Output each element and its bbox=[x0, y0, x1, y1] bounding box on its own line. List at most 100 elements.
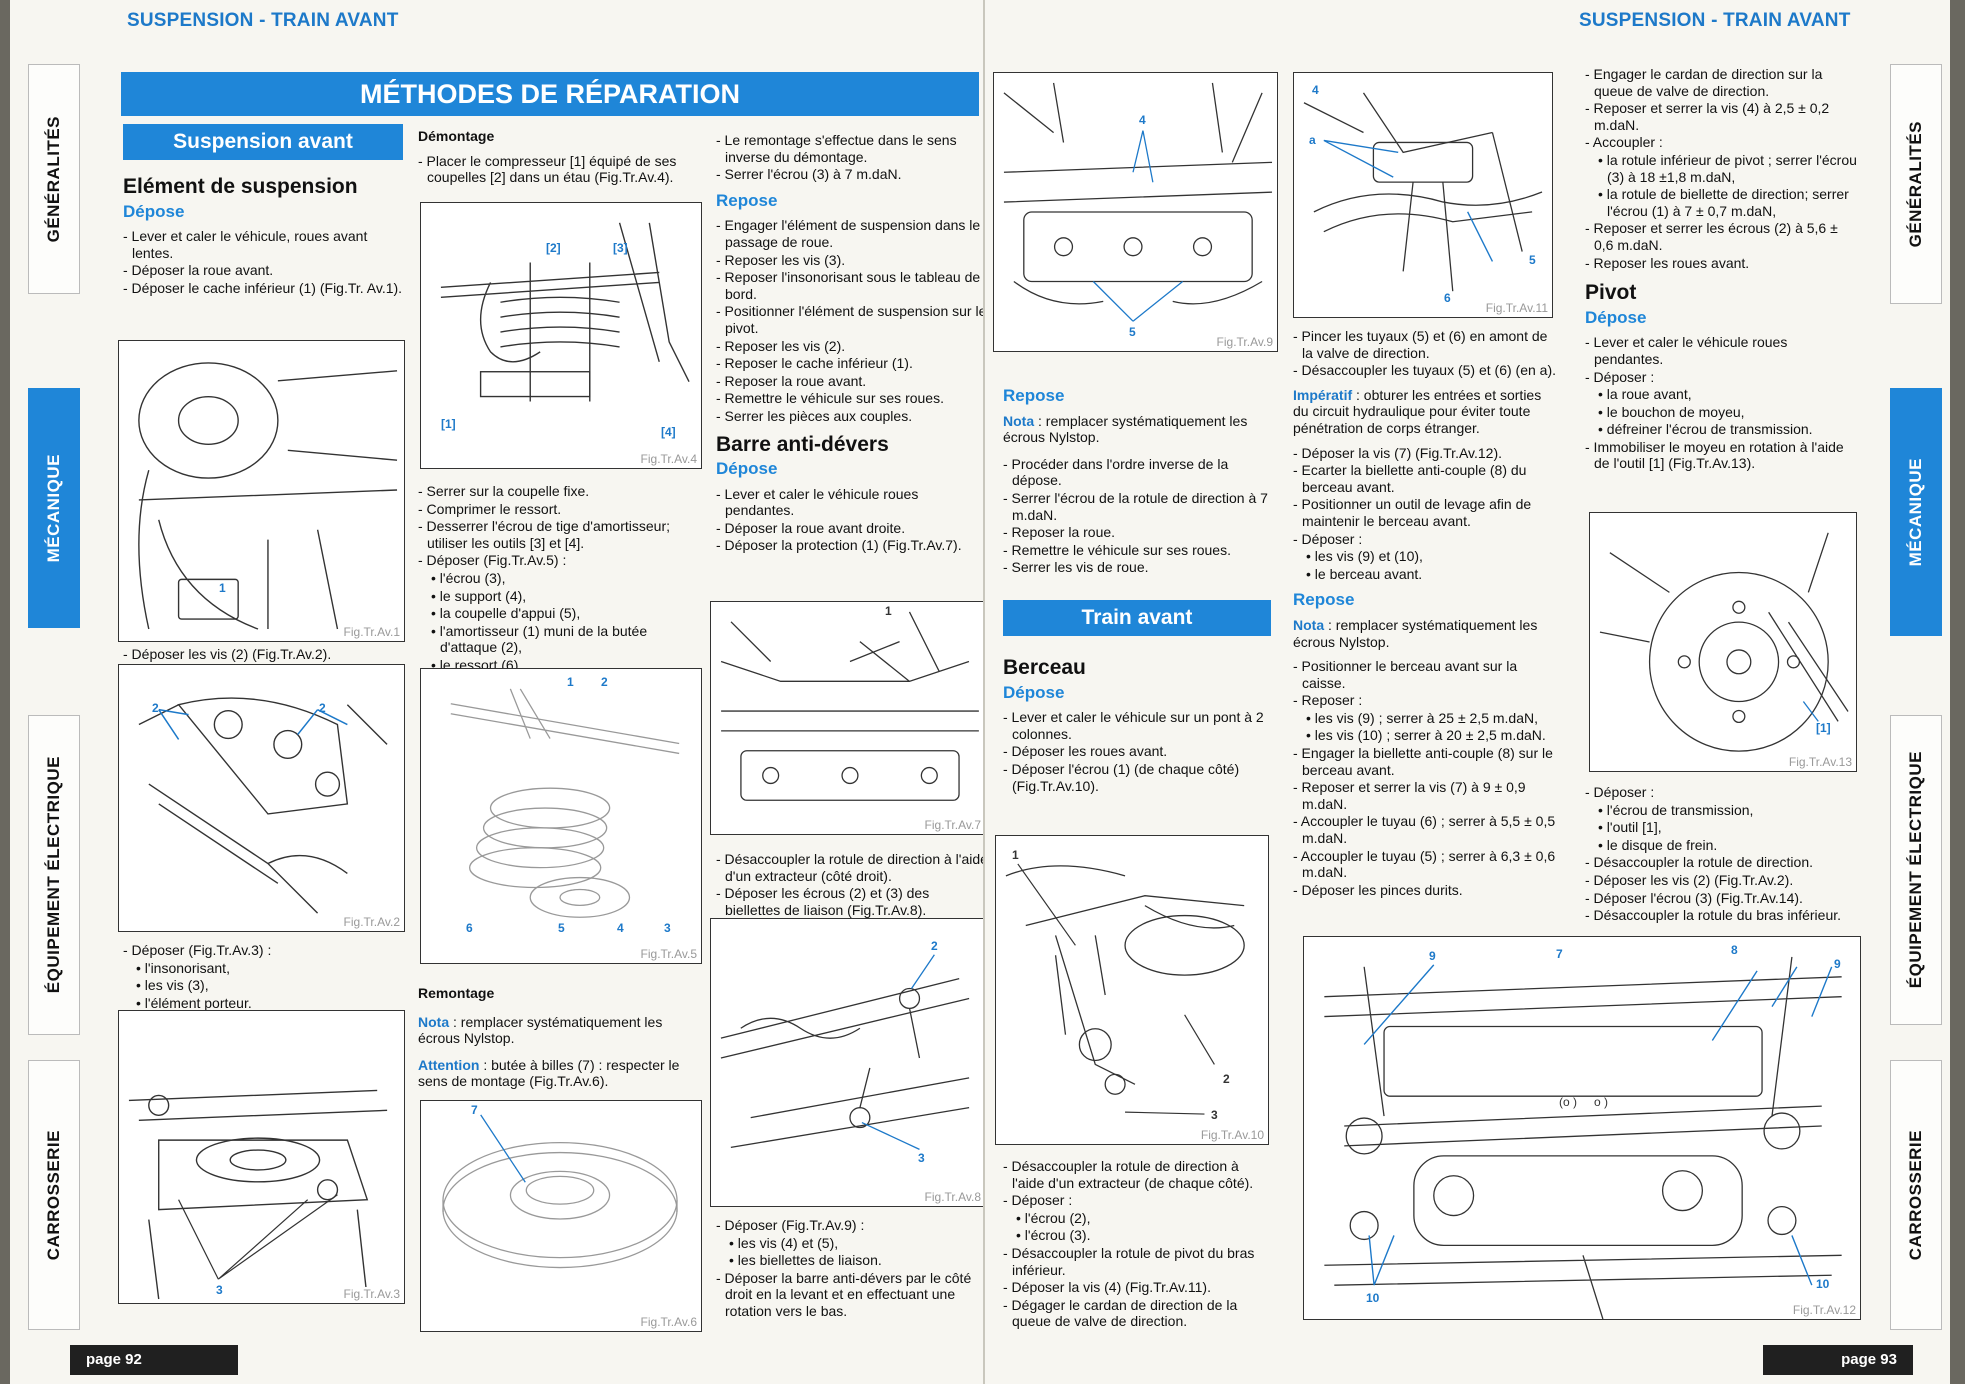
text-line: - Comprimer le ressort. bbox=[418, 500, 562, 517]
section-banner: MÉTHODES DE RÉPARATION bbox=[121, 72, 979, 116]
text-line: - Serrer les vis de roue. bbox=[1003, 559, 1149, 576]
text-line: - Déposer : bbox=[1293, 530, 1363, 547]
heading-remontage: Remontage bbox=[418, 985, 495, 1001]
tab-equipement-electrique[interactable]: ÉQUIPEMENT ÉLECTRIQUE bbox=[28, 715, 80, 1035]
text-line: - Déposer la barre anti-dévers par le cô… bbox=[716, 1269, 972, 1319]
title-pivot: Pivot bbox=[1585, 281, 1637, 305]
page-number-right: page 93 bbox=[1763, 1345, 1913, 1375]
figure-label: Fig.Tr.Av.13 bbox=[1785, 755, 1852, 769]
callout: 5 bbox=[1129, 325, 1136, 339]
tab-carrosserie[interactable]: CARROSSERIE bbox=[28, 1060, 80, 1330]
text-line: • l'élément porteur. bbox=[136, 994, 252, 1011]
nota-label: Nota bbox=[418, 1013, 450, 1030]
title-element-suspension: Elément de suspension bbox=[123, 175, 358, 198]
callout: [2] bbox=[546, 241, 561, 255]
section-bar-suspension-avant: Suspension avant bbox=[123, 124, 403, 160]
text-line: • les vis (3), bbox=[136, 977, 209, 994]
text-line: - Déposer la roue avant droite. bbox=[716, 519, 906, 536]
heading-repose: Repose bbox=[1293, 590, 1355, 610]
figure-label: Fig.Tr.Av.9 bbox=[1213, 335, 1273, 349]
tab-equipement-electrique[interactable]: ÉQUIPEMENT ÉLECTRIQUE bbox=[1890, 715, 1942, 1025]
text-line: - Déposer les vis (2) (Fig.Tr.Av.2). bbox=[123, 646, 332, 662]
callout: 2 bbox=[931, 939, 938, 953]
figure-tr-av-9: 4 5 Fig.Tr.Av.9 bbox=[993, 72, 1278, 352]
text-line: - Serrer les pièces aux couples. bbox=[716, 407, 913, 424]
tab-generalites[interactable]: GÉNÉRALITÉS bbox=[28, 64, 80, 294]
text-line: - Reposer et serrer la vis (7) à 9 ± 0,9… bbox=[1293, 779, 1526, 812]
text-line: • l'écrou (3), bbox=[431, 569, 506, 586]
text-line: - Engager l'élément de suspension dans l… bbox=[716, 217, 981, 250]
text-line: - Reposer le cache inférieur (1). bbox=[716, 355, 913, 372]
callout: 4 bbox=[617, 921, 624, 935]
figure-label: Fig.Tr.Av.10 bbox=[1197, 1128, 1264, 1142]
text-line: - Dégager le cardan de direction de la q… bbox=[1003, 1296, 1238, 1330]
nota-text: : remplacer systématiquement les écrous … bbox=[418, 1013, 663, 1047]
text-line: - Déposer les vis (2) (Fig.Tr.Av.2). bbox=[1585, 871, 1794, 888]
tab-carrosserie[interactable]: CARROSSERIE bbox=[1890, 1060, 1942, 1330]
callout: 10 bbox=[1366, 1291, 1380, 1305]
text-line: • l'insonorisant, bbox=[136, 959, 230, 976]
imperatif-text: : obturer les entrées et sorties du circ… bbox=[1293, 386, 1542, 436]
callout: 4 bbox=[1312, 83, 1319, 97]
page-number-left: page 92 bbox=[70, 1345, 238, 1375]
heading-depose: Dépose bbox=[716, 459, 778, 479]
text-line: - Positionner le berceau avant sur la ca… bbox=[1293, 658, 1518, 691]
text-line: - Désaccoupler la rotule du bras inférie… bbox=[1585, 907, 1842, 924]
text-line: - Serrer l'écrou de la rotule de directi… bbox=[1003, 489, 1268, 523]
figure-label: Fig.Tr.Av.6 bbox=[637, 1315, 697, 1329]
callout: 3 bbox=[216, 1283, 223, 1297]
text-line: - Ecarter la biellette anti-couple (8) d… bbox=[1293, 462, 1527, 495]
figure-label: Fig.Tr.Av.3 bbox=[340, 1287, 400, 1301]
attention-text: : butée à billes (7) : respecter le sens… bbox=[418, 1056, 680, 1090]
text-line: - Lever et caler le véhicule roues penda… bbox=[716, 485, 919, 519]
text-line: - Engager le cardan de direction sur la … bbox=[1585, 66, 1823, 99]
text-line: - Déposer les roues avant. bbox=[1003, 743, 1168, 760]
nota-paragraph: Nota : remplacer systématiquement les éc… bbox=[418, 1014, 703, 1047]
callout: 7 bbox=[1556, 947, 1563, 961]
text-line: • le berceau avant. bbox=[1306, 565, 1423, 582]
text-line: • la rotule de biellette de direction; s… bbox=[1598, 186, 1849, 219]
attention-label: Attention bbox=[418, 1056, 480, 1073]
nota-text: : remplacer systématiquement les écrous … bbox=[1003, 412, 1248, 446]
text-line: • le disque de frein. bbox=[1598, 836, 1718, 853]
text-line: - Déposer les pinces durits. bbox=[1293, 881, 1463, 898]
text-line: - Désaccoupler la rotule de direction à … bbox=[716, 851, 985, 884]
figure-label: Fig.Tr.Av.7 bbox=[921, 818, 981, 832]
figure-label: Fig.Tr.Av.12 bbox=[1789, 1303, 1856, 1317]
text-line: - Le remontage s'effectue dans le sens i… bbox=[716, 132, 957, 165]
callout: 1 bbox=[567, 675, 574, 689]
text-line: - Reposer la roue. bbox=[1003, 524, 1116, 541]
figure-label: Fig.Tr.Av.11 bbox=[1482, 301, 1548, 315]
text-line: • la coupelle d'appui (5), bbox=[431, 605, 581, 622]
callout: 9 bbox=[1429, 949, 1436, 963]
text-line: - Reposer les vis (3). bbox=[716, 251, 846, 268]
text-line: - Déposer : bbox=[1585, 368, 1655, 385]
text-line: - Reposer la roue avant. bbox=[716, 372, 867, 389]
figure-tr-av-2: 2 2 Fig.Tr.Av.2 bbox=[118, 664, 405, 932]
nota-text: : remplacer systématiquement les écrous … bbox=[1293, 616, 1538, 650]
callout: 3 bbox=[918, 1151, 925, 1165]
callout: 2 bbox=[152, 701, 159, 715]
text-line: - Déposer le cache inférieur (1) (Fig.Tr… bbox=[123, 279, 403, 296]
text-line: - Serrer sur la coupelle fixe. bbox=[418, 483, 590, 499]
column-5: - Pincer les tuyaux (5) et (6) en amont … bbox=[1293, 328, 1557, 899]
text-line: - Serrer l'écrou (3) à 7 m.daN. bbox=[716, 166, 902, 183]
text-line: • l'écrou (2), bbox=[1016, 1209, 1091, 1226]
attention-paragraph: Attention : butée à billes (7) : respect… bbox=[418, 1057, 703, 1090]
text-line: - Reposer : bbox=[1293, 692, 1363, 709]
tab-mecanique[interactable]: MÉCANIQUE bbox=[28, 388, 80, 628]
heading-depose: Dépose bbox=[1003, 682, 1065, 702]
callout: 1 bbox=[1012, 848, 1019, 862]
tab-generalites[interactable]: GÉNÉRALITÉS bbox=[1890, 64, 1942, 304]
figure-tr-av-10: 1 2 3 Fig.Tr.Av.10 bbox=[995, 835, 1269, 1145]
callout: 2 bbox=[319, 701, 326, 715]
figure-label: Fig.Tr.Av.8 bbox=[921, 1190, 981, 1204]
heading-repose: Repose bbox=[1003, 386, 1065, 405]
text-line: • les vis (10) ; serrer à 20 ± 2,5 m.daN… bbox=[1306, 727, 1546, 744]
text-line: - Déposer la vis (4) (Fig.Tr.Av.11). bbox=[1003, 1279, 1211, 1296]
text-line: - Lever et caler le véhicule roues penda… bbox=[1585, 334, 1788, 367]
tab-mecanique[interactable]: MÉCANIQUE bbox=[1890, 388, 1942, 636]
column-3b: - Désaccoupler la rotule de direction à … bbox=[716, 851, 985, 919]
text-line: - Placer le compresseur [1] équipé de se… bbox=[418, 152, 677, 186]
